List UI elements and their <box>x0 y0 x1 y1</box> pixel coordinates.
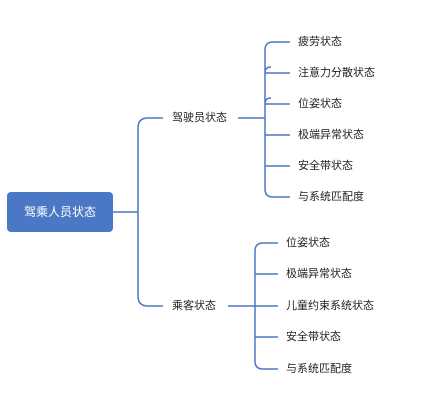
passenger-child-4[interactable]: 安全带状态 <box>286 330 341 343</box>
branch-1-connector <box>238 41 290 198</box>
branch-driver-label[interactable]: 驾驶员状态 <box>172 111 227 124</box>
driver-child-5[interactable]: 安全带状态 <box>298 159 353 172</box>
passenger-child-1[interactable]: 位姿状态 <box>286 236 330 249</box>
passenger-child-3[interactable]: 儿童约束系统状态 <box>286 299 374 312</box>
driver-child-3[interactable]: 位姿状态 <box>298 97 342 110</box>
driver-child-6[interactable]: 与系统匹配度 <box>298 190 364 203</box>
root-node[interactable]: 驾乘人员状态 <box>7 192 113 232</box>
driver-child-1[interactable]: 疲劳状态 <box>298 35 342 48</box>
branch-passenger-label[interactable]: 乘客状态 <box>172 299 216 312</box>
branch-2-connector <box>228 242 278 370</box>
passenger-child-2[interactable]: 极端异常状态 <box>286 267 352 280</box>
driver-child-2[interactable]: 注意力分散状态 <box>298 66 375 79</box>
root-connector <box>113 117 163 307</box>
driver-child-4[interactable]: 极端异常状态 <box>298 128 364 141</box>
passenger-child-5[interactable]: 与系统匹配度 <box>286 362 352 375</box>
